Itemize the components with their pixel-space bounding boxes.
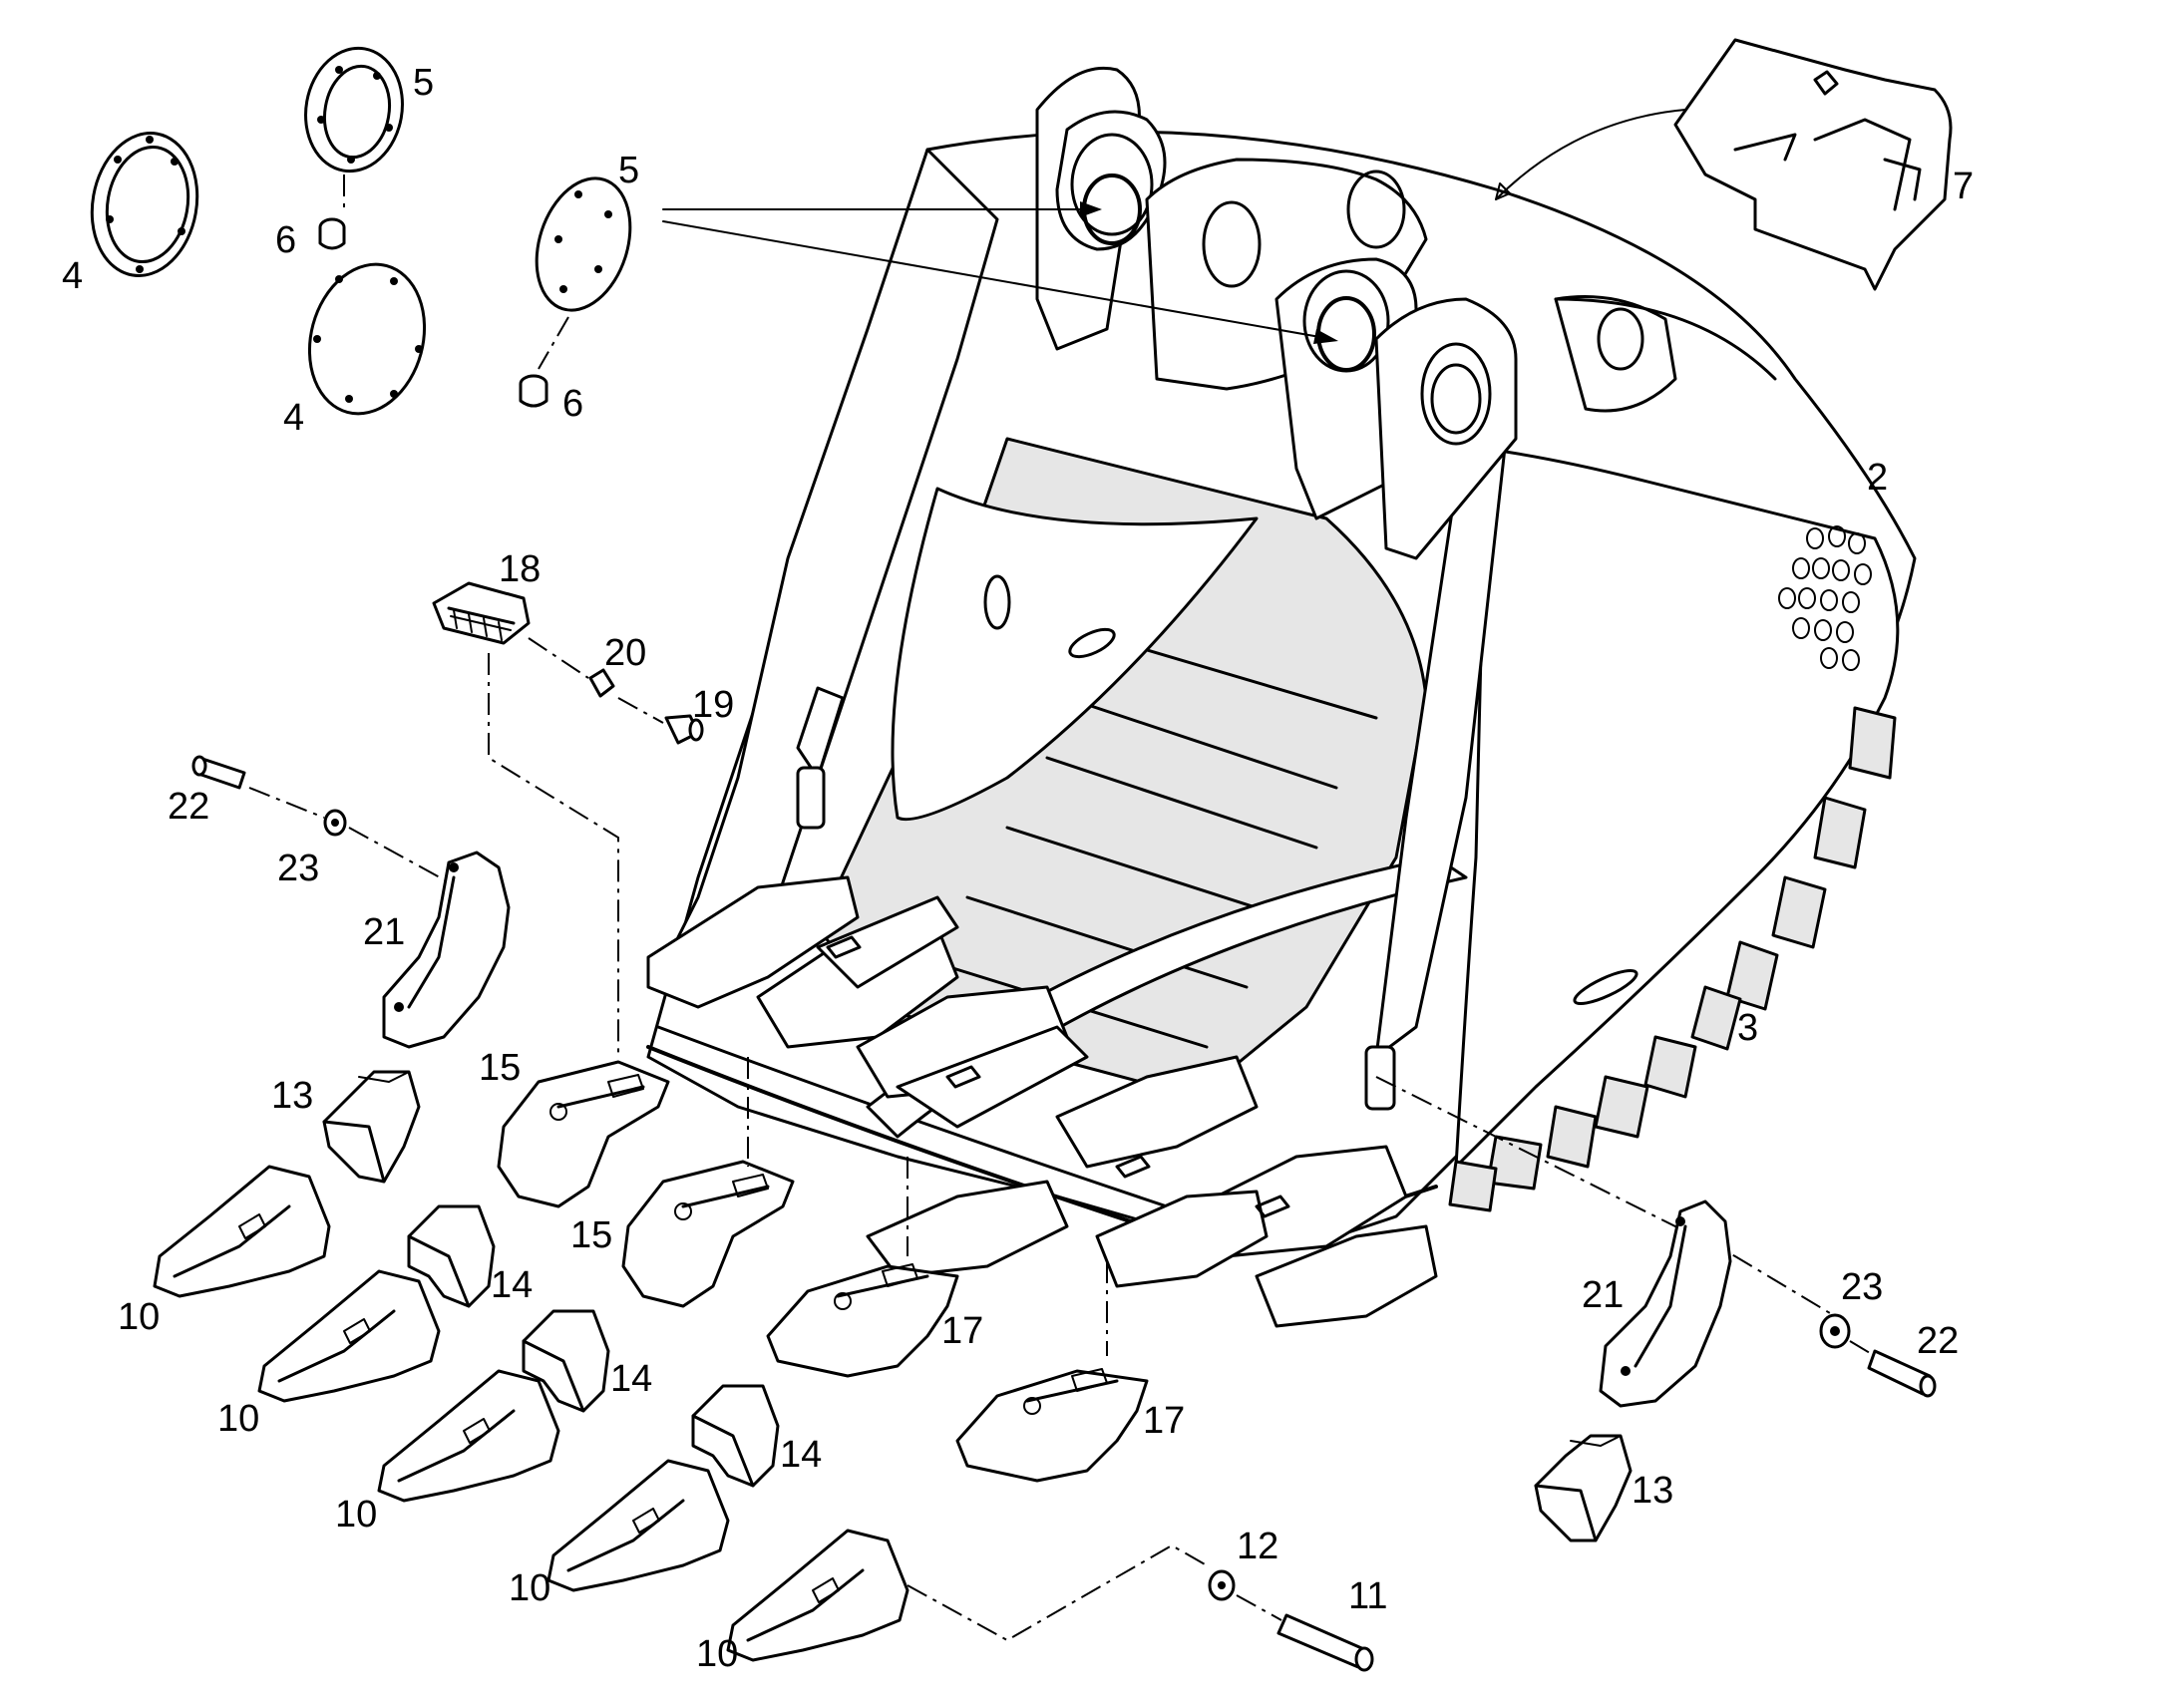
part-15-a	[497, 1060, 670, 1208]
callout-23-right: 23	[1841, 1266, 1884, 1308]
callout-10-b: 10	[217, 1398, 260, 1440]
callout-10-c: 10	[335, 1494, 378, 1536]
callout-10-e: 10	[696, 1633, 739, 1675]
leader-5-bottom	[662, 220, 1332, 340]
part-17-a	[766, 1263, 959, 1378]
part-4-flange-a	[90, 132, 199, 277]
callout-20: 20	[604, 632, 647, 674]
callout-10-d: 10	[509, 1567, 551, 1609]
part-18-lock	[432, 581, 531, 645]
part-21-bracket-right	[1599, 1199, 1732, 1408]
callout-11: 11	[1348, 1575, 1388, 1617]
callout-13-left: 13	[271, 1075, 314, 1117]
part-14-a	[407, 1204, 496, 1308]
part-6-plug-b	[519, 374, 548, 408]
callout-21-left: 21	[363, 911, 406, 953]
part-19-bolt	[664, 714, 704, 745]
callout-22-left: 22	[168, 786, 210, 828]
part-20-clip	[588, 668, 615, 698]
part-5-cover-b	[535, 176, 632, 312]
part-6-plug-a	[318, 217, 346, 250]
part-10-tooth-3	[377, 1369, 560, 1503]
callout-17-bottom: 17	[1143, 1400, 1186, 1442]
callout-19: 19	[692, 684, 735, 726]
callout-15-bottom: 15	[570, 1214, 613, 1256]
part-10-tooth-2	[257, 1269, 441, 1403]
part-21-bracket-left	[382, 851, 511, 1049]
callout-4-top: 4	[62, 255, 84, 297]
part-23-washer-right	[1819, 1313, 1851, 1349]
part-7-hood-protector	[1673, 38, 1953, 291]
part-4-flange-b	[307, 262, 427, 416]
part-14-b	[522, 1309, 610, 1413]
part-13-right	[1534, 1434, 1633, 1542]
callout-6-top: 6	[275, 219, 297, 261]
callout-13-right: 13	[1632, 1470, 1674, 1512]
part-5-cover-a	[304, 46, 404, 173]
callout-17-top: 17	[941, 1310, 984, 1352]
part-14-c	[691, 1384, 780, 1488]
callout-15-top: 15	[479, 1047, 522, 1089]
callout-14-b: 14	[610, 1358, 653, 1400]
part-17-b	[955, 1368, 1149, 1483]
callout-4-bottom: 4	[283, 397, 305, 439]
callout-14-a: 14	[491, 1264, 534, 1306]
side-plate-holes	[1778, 525, 1872, 671]
part-10-tooth-5	[726, 1529, 909, 1662]
part-13-left	[322, 1070, 421, 1184]
part-23-washer-left	[323, 809, 347, 837]
part-11-pin	[1276, 1613, 1374, 1672]
part-12-retainer	[1208, 1569, 1236, 1601]
callout-23-left: 23	[277, 848, 320, 889]
part-10-tooth-1	[153, 1165, 331, 1298]
part-22-pin-left	[191, 755, 246, 790]
callout-3: 3	[1737, 1007, 1759, 1049]
part-10-tooth-4	[546, 1459, 730, 1592]
callout-12: 12	[1237, 1526, 1279, 1567]
callout-5-top: 5	[413, 62, 435, 104]
part-15-b	[621, 1160, 795, 1308]
callout-18: 18	[499, 548, 542, 590]
adapters-on-lip	[646, 875, 1438, 1328]
callout-10-a: 10	[118, 1296, 161, 1338]
callout-2: 2	[1867, 457, 1889, 499]
callout-14-c: 14	[780, 1434, 823, 1476]
callout-7: 7	[1953, 166, 1975, 207]
callout-21-right: 21	[1582, 1274, 1625, 1316]
leader-7	[1495, 109, 1686, 200]
part-22-pin-right	[1867, 1349, 1937, 1398]
callout-5-right: 5	[618, 150, 640, 191]
callout-6-right: 6	[562, 383, 584, 425]
side-cutters	[1448, 706, 1897, 1212]
callout-22-right: 22	[1917, 1320, 1960, 1362]
